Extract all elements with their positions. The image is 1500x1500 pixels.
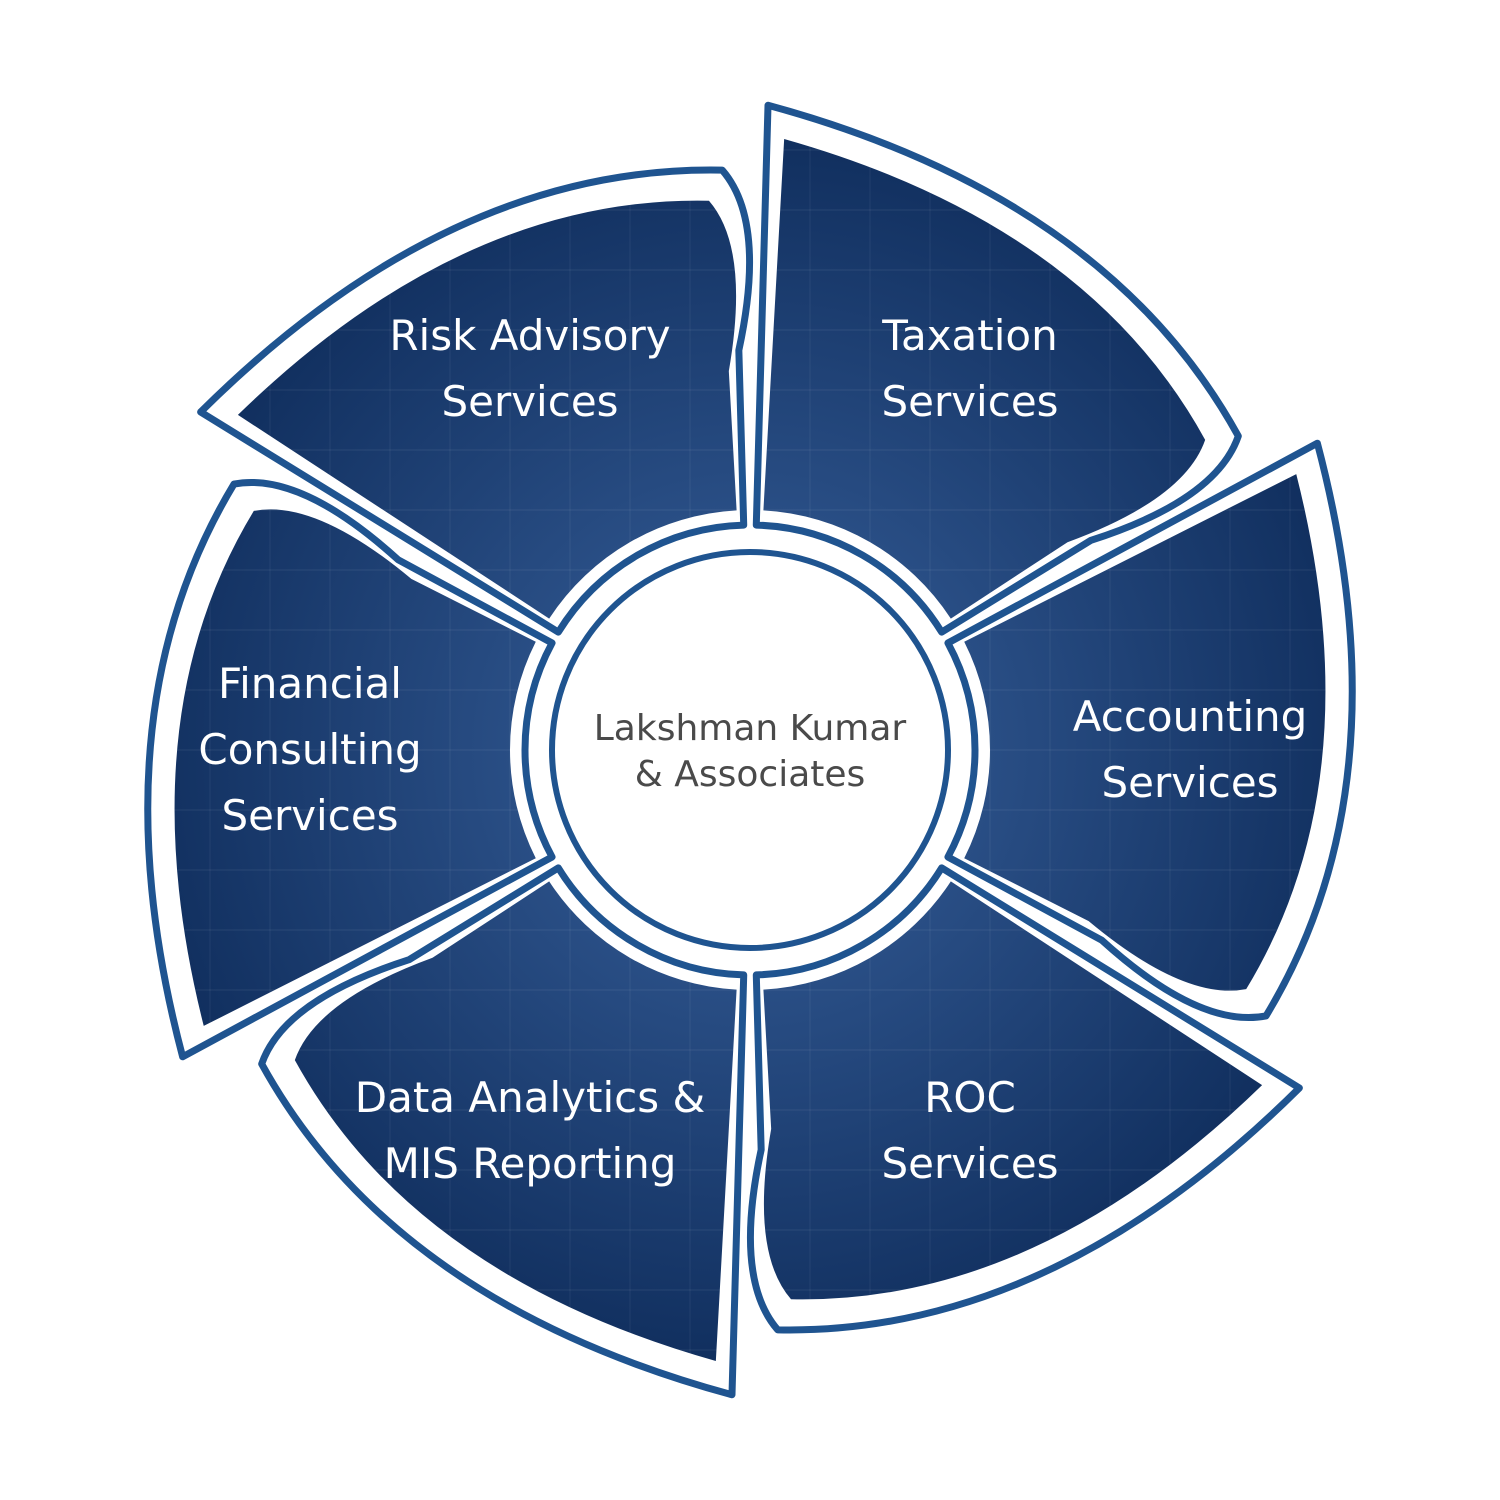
segment-5	[144, 478, 556, 1061]
segment-texture	[763, 881, 1263, 1300]
segment-4-label-line-1: Data Analytics &	[355, 1073, 705, 1122]
segment-1	[752, 101, 1242, 636]
segment-3	[746, 864, 1303, 1334]
segment-2-label-line-1: Accounting	[1073, 692, 1308, 741]
segment-6-label-line-2: Services	[441, 377, 618, 426]
segment-5-label-line-1: Financial	[218, 659, 402, 708]
segment-3-label-line-2: Services	[881, 1139, 1058, 1188]
segment-5-label-line-3: Services	[221, 791, 398, 840]
segment-4-label-line-2: MIS Reporting	[384, 1139, 677, 1188]
center-title-line-2: & Associates	[635, 754, 866, 795]
segment-4	[258, 864, 748, 1399]
segment-texture	[294, 881, 737, 1362]
segment-5-label-line-2: Consulting	[198, 725, 421, 774]
segment-6-label-line-1: Risk Advisory	[389, 311, 670, 360]
segment-1-label-line-2: Services	[881, 377, 1058, 426]
center-title-line-1: Lakshman Kumar	[594, 708, 907, 749]
center-hub: Lakshman Kumar & Associates	[549, 549, 951, 951]
segment-texture	[763, 138, 1206, 619]
segment-texture	[237, 200, 737, 619]
segment-1-label-line-1: Taxation	[881, 311, 1058, 360]
segment-2-label-line-2: Services	[1101, 758, 1278, 807]
segment-texture	[174, 509, 536, 1026]
segment-texture	[964, 474, 1326, 991]
segment-3-label-line-1: ROC	[924, 1073, 1016, 1122]
center-circle	[549, 549, 951, 951]
segment-6	[197, 166, 754, 636]
segment-2	[944, 439, 1356, 1022]
